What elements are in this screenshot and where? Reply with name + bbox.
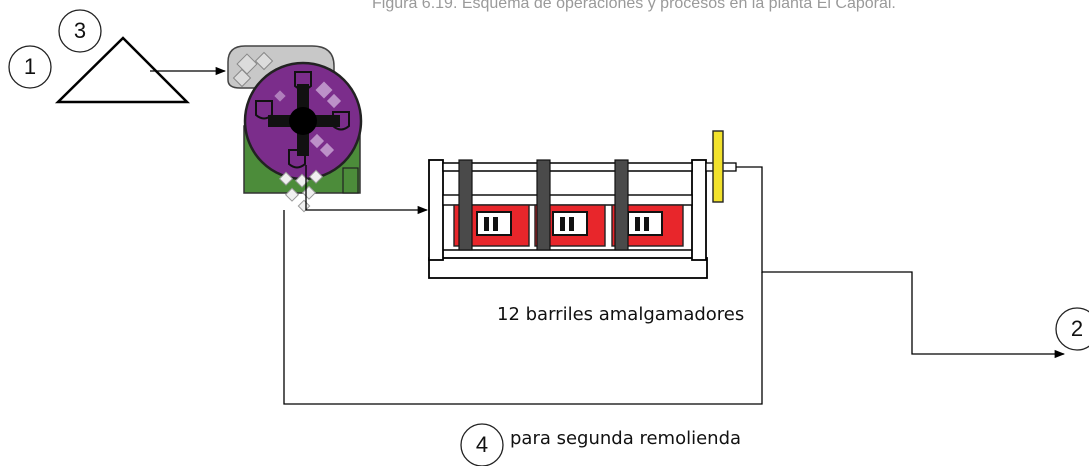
- marker-circle-3: [58, 9, 102, 53]
- mill-hub: [289, 107, 317, 135]
- marker-2: 2: [1070, 316, 1084, 341]
- recirculation-line: [283, 210, 763, 405]
- figure-caption: Figura 6.19. Esquema de operaciones y pr…: [372, 0, 896, 12]
- ore-pile-triangle: [54, 36, 191, 104]
- marker-circle-2: [1055, 307, 1089, 351]
- regrind-label: para segunda remolienda: [510, 428, 742, 449]
- mill-to-barrels-line: [305, 165, 429, 215]
- marker-4: 4: [475, 432, 489, 457]
- marker-circle-1: [8, 45, 52, 89]
- marker-3: 3: [73, 18, 87, 43]
- amalgamation-barrels: [428, 130, 737, 279]
- output-line: [735, 166, 1066, 359]
- barrels-label: 12 barriles amalgamadores: [497, 304, 745, 325]
- drive-pulley: [712, 130, 724, 203]
- marker-circle-4: [460, 423, 504, 466]
- marker-1: 1: [23, 54, 37, 79]
- ball-mill: [227, 45, 363, 213]
